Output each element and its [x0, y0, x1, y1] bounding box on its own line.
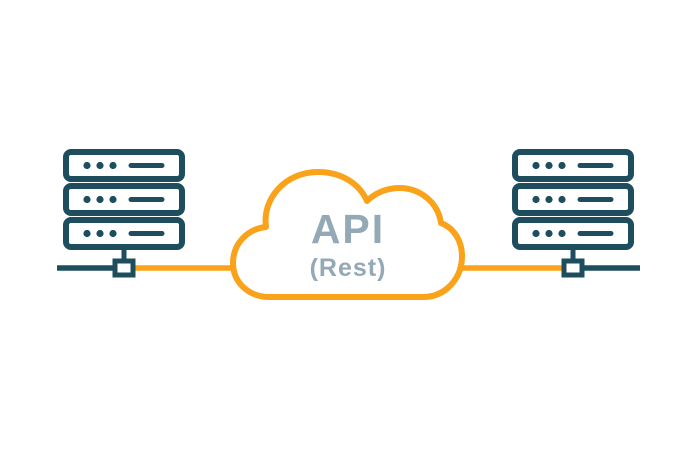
network-port — [561, 258, 585, 278]
api-cloud-icon: API (Rest) — [230, 169, 465, 300]
cloud-outline — [230, 169, 465, 300]
cloud-subtitle: (Rest) — [310, 254, 387, 282]
server-unit-top — [512, 149, 634, 182]
network-port — [112, 258, 136, 278]
server-slot-lines — [128, 163, 165, 236]
server-rack-icon — [512, 149, 634, 278]
cloud-title: API — [311, 206, 385, 252]
server-unit-middle — [63, 183, 185, 216]
server-rack-icon — [63, 149, 185, 278]
server-unit-top — [63, 149, 185, 182]
server-led-dots — [532, 161, 566, 238]
server-slot-lines — [577, 163, 614, 236]
server-led-dots — [83, 161, 117, 238]
server-unit-middle — [512, 183, 634, 216]
